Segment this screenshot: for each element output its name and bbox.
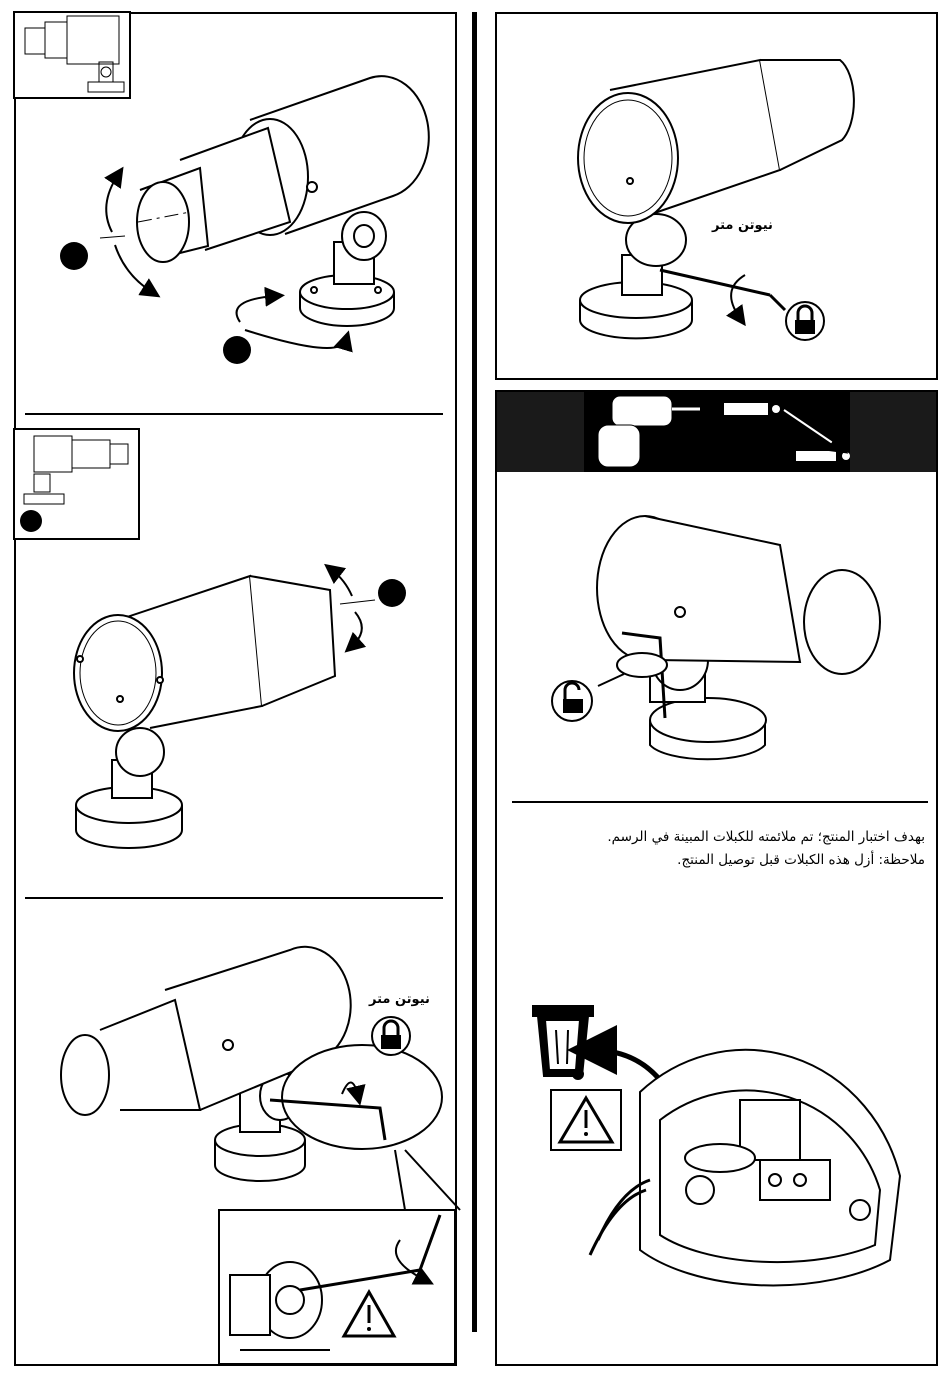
step-marker-2 — [223, 336, 251, 364]
cable-note-line-1: بهدف اختبار المنتج؛ تم ملائمته للكبلات ا… — [505, 826, 925, 849]
tilt-arrows-2 — [332, 570, 375, 646]
drill-icon — [584, 392, 850, 472]
torque-label-right: نيوتن متر — [712, 218, 773, 233]
unlock-icon — [552, 681, 592, 721]
spotlight-illustration-1 — [137, 76, 429, 326]
torque-label-left: نيوتن متر — [369, 992, 430, 1007]
terminal-housing — [590, 1050, 900, 1286]
spotlight-illustration-2 — [74, 576, 335, 848]
spotlight-illustration-4 — [578, 60, 854, 338]
cable-note-line-2: ملاحظة: أزل هذه الكبلات قبل توصيل المنتج… — [505, 849, 925, 872]
zoom-callout-3 — [270, 1045, 460, 1210]
step-marker-3 — [378, 579, 406, 607]
waste-bin-icon — [533, 1006, 593, 1079]
warning-icon-right — [551, 1090, 621, 1150]
step-marker-1 — [60, 242, 88, 270]
spotlight-illustration-5 — [597, 516, 880, 759]
cable-note: بهدف اختبار المنتج؛ تم ملائمته للكبلات ا… — [505, 826, 925, 872]
thumbnail-mid-left — [14, 429, 139, 539]
thumbnail-top-left — [14, 12, 130, 98]
